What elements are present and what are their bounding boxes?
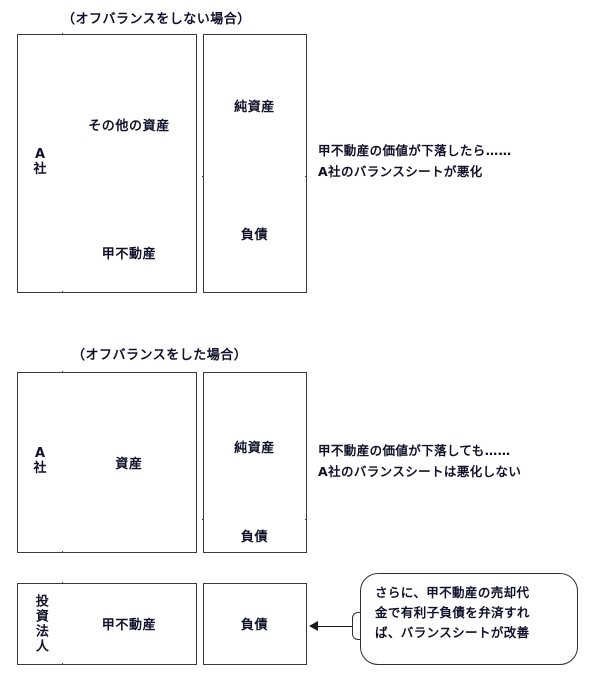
spv-liability-box: 負債 [203, 583, 307, 665]
diagram-1-asset-cell-other-label: その他の資産 [88, 119, 170, 134]
diagram-1-liability-label: 負債 [240, 228, 269, 243]
spv-liability-cell: 負債 [204, 584, 305, 663]
diagram-1-equity-cell: 純資産 [204, 35, 305, 176]
spv-entity-cell: 投資法人 [18, 584, 62, 663]
diagram-1-entity-label-line2: 社 [33, 162, 47, 177]
callout-box: さらに、甲不動産の売却代 金で有利子負債を弁済すれ ば、バランスシートが改善 [360, 573, 578, 665]
callout-text-line1: さらに、甲不動産の売却代 [375, 585, 530, 600]
spv-liability-label: 負債 [240, 618, 269, 633]
diagram-2-liability-label: 負債 [240, 529, 269, 545]
diagram-2-asset-cell: 資産 [62, 373, 196, 551]
diagram-2-entity-cell: A 社 [18, 373, 62, 551]
diagram-1-liability-box: 純資産 負債 [202, 34, 307, 293]
diagram-1-entity-label: A 社 [33, 148, 46, 177]
diagram-2-liability-cell: 負債 [204, 519, 305, 551]
spv-entity-label: 投資法人 [32, 593, 48, 654]
diagram-2-equity-label: 純資産 [234, 440, 275, 456]
spv-asset-cell: 甲不動産 [62, 584, 196, 663]
callout-text: さらに、甲不動産の売却代 金で有利子負債を弁済すれ ば、バランスシートが改善 [375, 583, 565, 643]
diagram-2-equity-cell: 純資産 [204, 373, 305, 519]
diagram-1-entity-label-line1: A [34, 147, 46, 163]
diagram-2-liability-box: 純資産 負債 [202, 372, 307, 553]
diagram-1-asset-cell-other: その他の資産 [62, 35, 196, 214]
diagram-1-entity-cell: A 社 [18, 35, 62, 291]
diagram-2-note-line2: A社のバランスシートは悪化しない [318, 463, 522, 479]
spv-asset-box: 投資法人 甲不動産 [17, 582, 197, 665]
diagram-2-note: 甲不動産の価値が下落しても…… A社のバランスシートは悪化しない [318, 441, 521, 482]
diagram-1-asset-box: A 社 その他の資産 甲不動産 [17, 33, 197, 293]
diagram-2-entity-label-line2: 社 [33, 461, 47, 476]
diagram-1-title: （オフバランスをしない場合） [62, 12, 251, 27]
callout-arrow-head [309, 621, 318, 631]
diagram-1-equity-label: 純資産 [234, 100, 275, 115]
diagram-2-entity-label-line1: A [34, 446, 46, 462]
callout-arrow-line [318, 626, 360, 627]
diagram-2-title: （オフバランスをした場合） [72, 348, 248, 363]
spv-asset-label: 甲不動産 [101, 618, 157, 633]
diagram-2-asset-label: 資産 [115, 456, 143, 472]
callout-text-line3: ば、バランスシートが改善 [375, 625, 530, 640]
diagram-2-entity-label: A 社 [33, 447, 46, 476]
diagram-1-note-line1: 甲不動産の価値が下落したら…… [318, 143, 512, 158]
diagram-1-asset-cell-property: 甲不動産 [62, 214, 196, 291]
diagram-1-note-line2: A社のバランスシートが悪化 [318, 163, 483, 179]
diagram-1-asset-cell-property-label: 甲不動産 [101, 247, 157, 262]
diagram-1-note: 甲不動産の価値が下落したら…… A社のバランスシートが悪化 [318, 141, 512, 182]
diagram-1-liability-cell: 負債 [204, 176, 305, 291]
diagram-2-note-line1: 甲不動産の価値が下落しても…… [318, 443, 511, 458]
diagram-2-asset-box: A 社 資産 [17, 371, 197, 553]
callout-text-line2: 金で有利子負債を弁済すれ [375, 605, 530, 620]
